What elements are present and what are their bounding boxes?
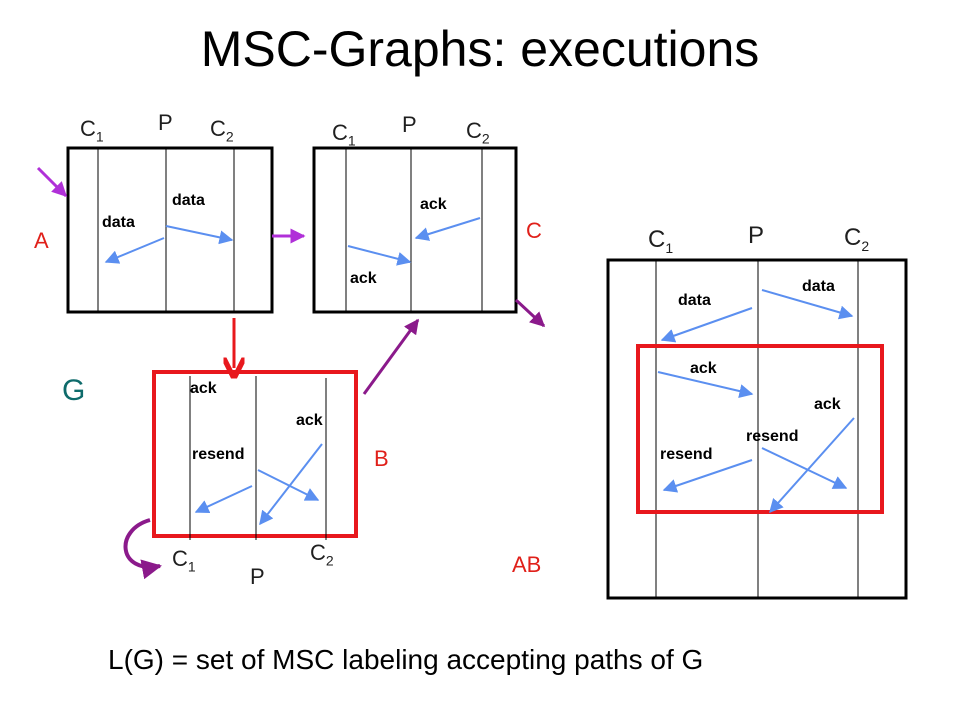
b-arrow-resend-right [257,469,320,501]
node-c-label: C [526,218,542,243]
b-msg-ack-2: ack [296,412,323,429]
ab-arrow-ack-right [657,371,754,398]
a-msg-data-left: data [102,214,135,231]
node-b-label: B [374,446,389,471]
ab-arrow-resend-left [662,459,753,493]
ab-msg-data-right: data [802,278,835,295]
c-process-p: P [402,112,417,137]
node-a-label: A [34,228,49,253]
a-process-p: P [158,110,173,135]
graph-label: G [62,374,86,407]
c-process-c2: C2 [466,118,490,147]
b-process-c2: C2 [310,540,334,569]
ab-label: AB [512,552,542,577]
b-arrow-ack-diagonal [259,443,323,526]
footer-caption: L(G) = set of MSC labeling accepting pat… [108,644,704,675]
c-process-c1: C1 [332,120,356,149]
ab-msg-ack-1: ack [690,360,717,377]
ab-msg-resend-1: resend [746,428,799,445]
b-msg-resend: resend [192,446,245,463]
ab-highlight-box [636,344,884,514]
b-process-c1: C1 [172,546,196,575]
ab-msc [606,258,908,600]
ab-arrow-ack-diagonal [769,417,855,514]
ab-arrow-data-left [660,307,753,343]
ab-arrow-resend-right [761,447,848,489]
a-process-c1: C1 [80,116,104,145]
c-msg-ack-left: ack [350,270,377,287]
node-a-msc [66,146,274,314]
ab-msg-data-left: data [678,292,711,309]
ab-msg-ack-2: ack [814,396,841,413]
c-arrow-ack-left [414,217,481,241]
a-arrow-data-left [104,237,165,264]
b-msg-ack-1: ack [190,380,217,397]
ab-process-c2: C2 [844,224,870,254]
c-arrow-ack-right [347,245,412,266]
a-process-c2: C2 [210,116,234,145]
node-b-msc [152,370,358,540]
b-process-p: P [250,564,265,589]
b-arrow-resend-left [194,485,253,514]
node-c-msc [312,146,518,314]
a-msg-data-right: data [172,192,205,209]
page-title: MSC-Graphs: executions [200,21,760,77]
c-msg-ack-right: ack [420,196,447,213]
edge-c-final [514,298,546,328]
ab-process-c1: C1 [648,226,674,256]
edge-b-self-loop [123,518,162,580]
edge-b-to-c [362,318,420,395]
ab-process-p: P [748,222,765,249]
a-arrow-data-right [165,225,234,245]
edge-initial-a [36,166,68,198]
ab-arrow-data-right [761,289,854,320]
ab-msg-resend-2: resend [660,446,713,463]
